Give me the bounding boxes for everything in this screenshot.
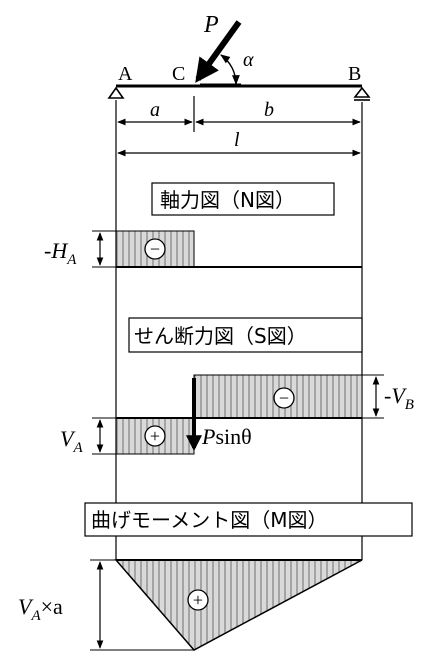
moment-title-box: [84, 502, 413, 537]
moment-region: [114, 559, 363, 651]
axial-minus-sign: [144, 238, 166, 260]
moment-value-label: VA×a: [18, 594, 63, 624]
moment-plus-glyph: +: [193, 590, 203, 610]
axial-minus-glyph: −: [150, 239, 160, 259]
shear-plus-sign: [144, 425, 166, 447]
shear-minus-glyph: −: [279, 388, 289, 408]
angle-arc: [220, 54, 240, 85]
shear-minus-sign: [273, 387, 295, 409]
dim-label-a: a: [150, 99, 160, 121]
shear-title: せん断力図（S図）: [134, 324, 307, 348]
angle-label: α: [243, 49, 254, 71]
shear-title-box: [128, 317, 363, 353]
neg-ha-label: -HA: [44, 238, 77, 268]
axial-title: 軸力図（N図）: [160, 188, 295, 212]
shear-plus-glyph: +: [150, 426, 160, 446]
support-b-icon: [353, 86, 371, 101]
axial-title-box: [151, 182, 335, 216]
point-b-label: B: [348, 63, 361, 85]
load-arrow: [195, 20, 242, 83]
dim-label-l: l: [234, 129, 240, 151]
va-label: VA: [60, 426, 83, 456]
dim-label-b: b: [264, 99, 274, 121]
moment-plus-sign: [187, 589, 209, 611]
point-a-label: A: [118, 63, 133, 85]
moment-title: 曲げモーメント図（M図）: [91, 508, 327, 532]
neg-vb-label: -VB: [384, 383, 414, 413]
load-label: P: [203, 12, 219, 38]
point-c-label: C: [172, 63, 185, 85]
psin-label: Psinθ: [201, 424, 252, 449]
support-a-icon: [107, 86, 125, 99]
